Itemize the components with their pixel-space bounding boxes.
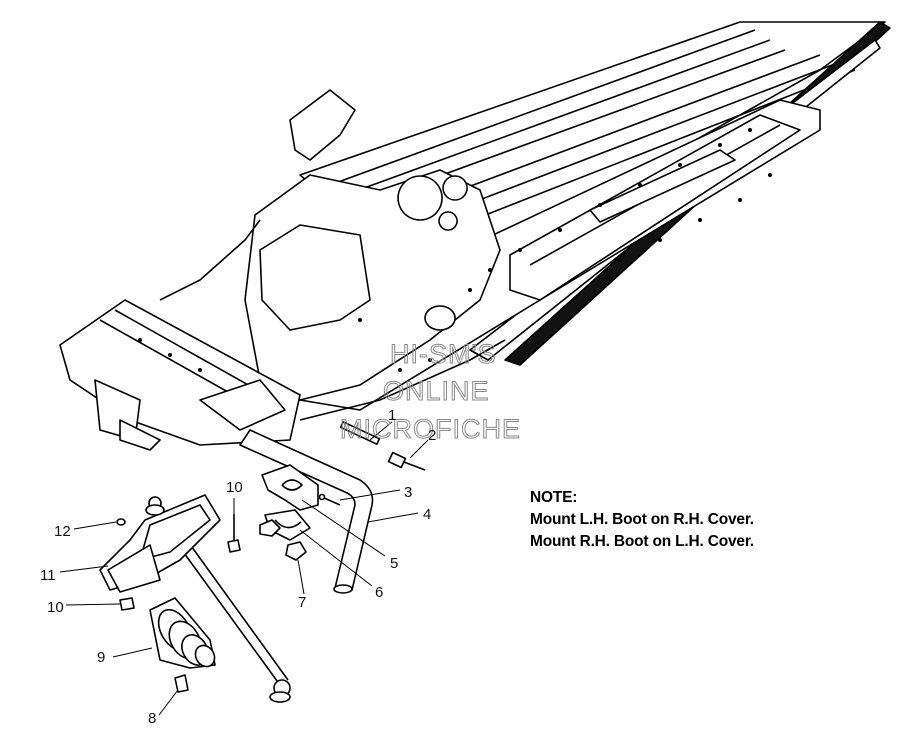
watermark-line-1: HI-SM'S — [390, 339, 497, 369]
callout-2: 2 — [428, 427, 436, 444]
callout-8: 8 — [148, 710, 156, 727]
lower-frame-edge — [299, 339, 506, 421]
watermark-line-2: ONLINE — [383, 376, 490, 406]
frame-rivet-holes — [138, 128, 772, 372]
part-5-clamp — [261, 464, 319, 511]
front-frame-edge — [159, 219, 261, 301]
callout-10-upper: 10 — [226, 479, 243, 496]
callout-4: 4 — [423, 506, 431, 523]
callout-6: 6 — [375, 584, 383, 601]
callout-7: 7 — [298, 594, 306, 611]
callout-12: 12 — [54, 523, 71, 540]
callout-numbers: 1 2 3 4 5 6 7 8 9 10 10 11 12 — [40, 407, 436, 727]
note-line-1: Mount L.H. Boot on R.H. Cover. — [530, 511, 754, 528]
part-10-screw-lower — [119, 597, 135, 611]
callout-3: 3 — [404, 484, 412, 501]
note-line-2: Mount R.H. Boot on L.H. Cover. — [530, 533, 754, 550]
part-9-boot — [149, 597, 216, 669]
front-cross-member — [59, 299, 301, 451]
leader-lines — [59, 421, 429, 716]
callout-1: 1 — [388, 407, 396, 424]
front-bulkhead — [244, 89, 501, 401]
part-4-tube — [239, 429, 374, 594]
part-7-nut — [259, 519, 307, 561]
part-12-washer — [116, 518, 126, 526]
callout-9: 9 — [97, 649, 105, 666]
callout-11: 11 — [40, 567, 56, 584]
callout-10-lower: 10 — [47, 599, 64, 616]
part-1-stud — [339, 421, 381, 445]
callout-5: 5 — [390, 555, 398, 572]
watermark: HI-SM'S ONLINE MICROFICHE — [340, 339, 521, 445]
part-3-pin — [318, 493, 341, 506]
part-2-bolt — [387, 451, 426, 471]
watermark-line-3: MICROFICHE — [340, 414, 521, 444]
note-title: NOTE: — [530, 489, 578, 506]
part-11-cover-bracket — [99, 494, 221, 593]
part-8-bolt — [174, 674, 189, 693]
mounting-note: NOTE: Mount L.H. Boot on R.H. Cover. Mou… — [530, 487, 754, 553]
